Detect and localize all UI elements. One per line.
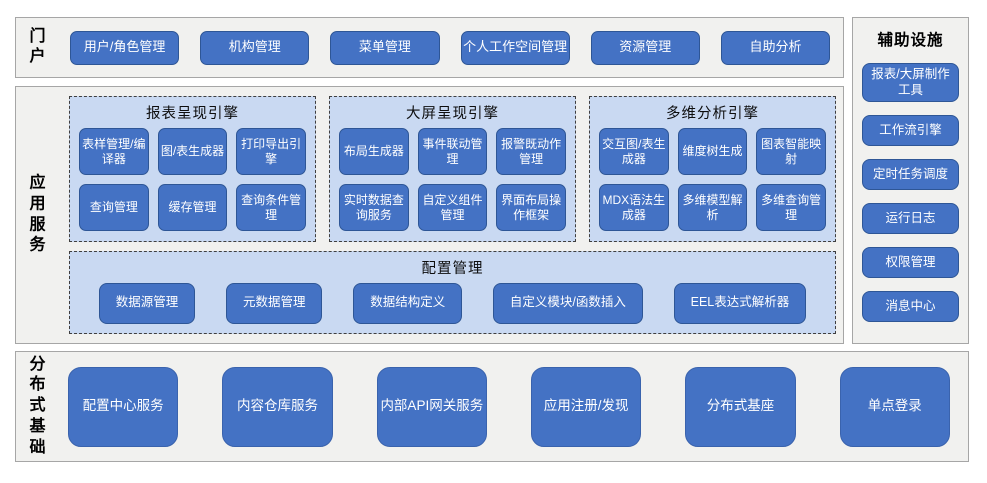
portal-section: 门户 用户/角色管理 机构管理 菜单管理 个人工作空间管理 资源管理 自助分析 — [15, 17, 844, 78]
node-event-linkage-management: 事件联动管理 — [417, 128, 488, 175]
foundation-label: 分布式基础 — [29, 355, 46, 456]
node-workflow-engine: 工作流引擎 — [862, 115, 959, 147]
node-distributed-base: 分布式基座 — [685, 366, 796, 447]
node-chart-table-generator: 图/表生成器 — [157, 128, 228, 175]
node-run-log: 运行日志 — [862, 203, 959, 235]
node-data-structure-definition: 数据结构定义 — [353, 282, 463, 324]
node-realtime-data-query-service: 实时数据查询服务 — [339, 184, 409, 231]
app-services-section: 应用服务 报表呈现引擎 表样管理/编译器 图/表生成器 打印导出引擎 查询管理 … — [15, 86, 844, 344]
node-layout-generator: 布局生成器 — [339, 128, 409, 175]
node-eel-expression-parser: EEL表达式解析器 — [673, 282, 807, 324]
node-ui-layout-framework: 界面布局操作框架 — [496, 184, 566, 231]
olap-engine-title: 多维分析引擎 — [666, 106, 759, 122]
node-query-condition-management: 查询条件管理 — [236, 184, 306, 231]
node-user-role-management: 用户/角色管理 — [70, 30, 180, 65]
node-custom-module-function-insert: 自定义模块/函数插入 — [492, 282, 643, 324]
auxiliary-section: 辅助设施 报表/大屏制作工具 工作流引擎 定时任务调度 运行日志 权限管理 消息… — [852, 17, 969, 344]
foundation-section: 分布式基础 配置中心服务 内容仓库服务 内部API网关服务 应用注册/发现 分布… — [15, 351, 969, 462]
node-app-register-discovery: 应用注册/发现 — [530, 366, 642, 447]
node-single-sign-on: 单点登录 — [839, 366, 950, 447]
config-management-row: 数据源管理 元数据管理 数据结构定义 自定义模块/函数插入 EEL表达式解析器 — [70, 281, 835, 333]
node-internal-api-gateway-service: 内部API网关服务 — [376, 366, 487, 447]
portal-label: 门户 — [29, 27, 46, 66]
foundation-row: 配置中心服务 内容仓库服务 内部API网关服务 应用注册/发现 分布式基座 单点… — [68, 352, 950, 461]
app-services-label: 应用服务 — [29, 174, 46, 254]
engine-panels: 报表呈现引擎 表样管理/编译器 图/表生成器 打印导出引擎 查询管理 缓存管理 … — [69, 96, 836, 242]
node-chart-smart-mapping: 图表智能映射 — [756, 128, 826, 175]
node-report-dashboard-tool: 报表/大屏制作工具 — [862, 63, 959, 103]
node-print-export-engine: 打印导出引擎 — [236, 128, 306, 175]
olap-engine-grid: 交互图/表生成器 维度树生成 图表智能映射 MDX语法生成器 多维模型解析 多维… — [590, 126, 835, 241]
node-message-center: 消息中心 — [862, 291, 959, 323]
dashboard-engine-panel: 大屏呈现引擎 布局生成器 事件联动管理 报警既动作管理 实时数据查询服务 自定义… — [329, 96, 576, 242]
node-alarm-action-management: 报警既动作管理 — [496, 128, 566, 175]
node-custom-component-management: 自定义组件管理 — [417, 184, 488, 231]
node-resource-management: 资源管理 — [590, 30, 700, 65]
config-management-panel: 配置管理 数据源管理 元数据管理 数据结构定义 自定义模块/函数插入 EEL表达… — [69, 251, 836, 334]
node-config-center-service: 配置中心服务 — [68, 366, 179, 447]
node-timed-task-scheduler: 定时任务调度 — [862, 159, 959, 191]
node-report-style-compiler: 表样管理/编译器 — [79, 128, 149, 175]
auxiliary-title: 辅助设施 — [877, 32, 944, 49]
node-permission-management: 权限管理 — [862, 247, 959, 279]
node-query-management: 查询管理 — [79, 184, 149, 231]
report-engine-panel: 报表呈现引擎 表样管理/编译器 图/表生成器 打印导出引擎 查询管理 缓存管理 … — [69, 96, 316, 242]
node-mdx-syntax-generator: MDX语法生成器 — [599, 184, 669, 231]
node-interactive-chart-generator: 交互图/表生成器 — [599, 128, 669, 175]
config-management-title: 配置管理 — [421, 261, 484, 277]
portal-row: 用户/角色管理 机构管理 菜单管理 个人工作空间管理 资源管理 自助分析 — [70, 18, 831, 77]
node-org-management: 机构管理 — [200, 30, 310, 65]
olap-engine-panel: 多维分析引擎 交互图/表生成器 维度树生成 图表智能映射 MDX语法生成器 多维… — [589, 96, 836, 242]
dashboard-engine-grid: 布局生成器 事件联动管理 报警既动作管理 实时数据查询服务 自定义组件管理 界面… — [330, 126, 575, 241]
node-content-repo-service: 内容仓库服务 — [222, 366, 333, 447]
node-menu-management: 菜单管理 — [330, 30, 440, 65]
node-metadata-management: 元数据管理 — [225, 282, 323, 324]
node-personal-workspace-management: 个人工作空间管理 — [460, 30, 570, 65]
node-multidim-model-parsing: 多维模型解析 — [677, 184, 748, 231]
report-engine-grid: 表样管理/编译器 图/表生成器 打印导出引擎 查询管理 缓存管理 查询条件管理 — [70, 126, 315, 241]
node-datasource-management: 数据源管理 — [98, 282, 196, 324]
node-multidim-query-management: 多维查询管理 — [756, 184, 826, 231]
report-engine-title: 报表呈现引擎 — [146, 106, 239, 122]
dashboard-engine-title: 大屏呈现引擎 — [406, 106, 499, 122]
node-dimension-tree-generation: 维度树生成 — [677, 128, 748, 175]
node-cache-management: 缓存管理 — [157, 184, 228, 231]
node-self-service-analysis: 自助分析 — [720, 30, 831, 65]
